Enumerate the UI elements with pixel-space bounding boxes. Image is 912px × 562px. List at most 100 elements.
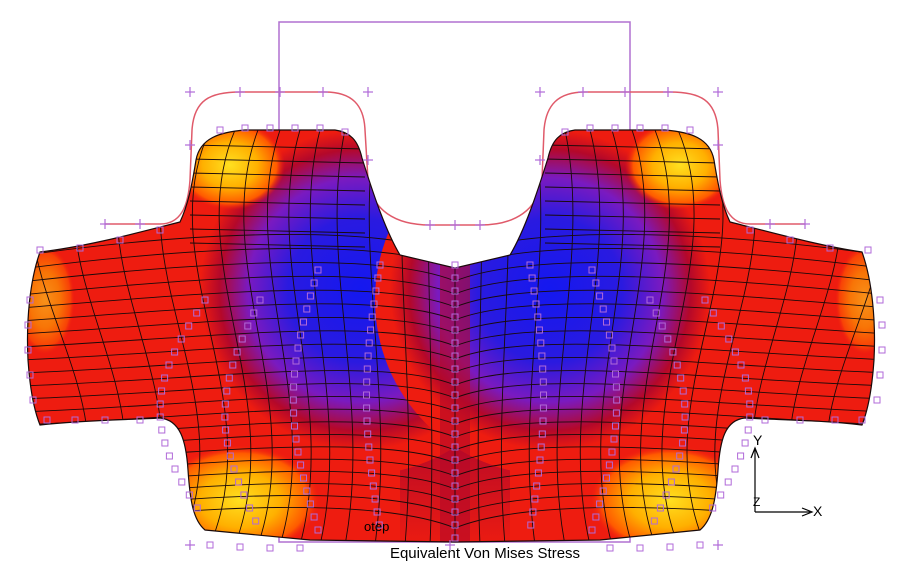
mesh-node — [368, 469, 376, 477]
mesh-node — [241, 124, 249, 132]
mesh-node — [451, 443, 459, 451]
mesh-node — [737, 452, 745, 460]
mesh-node — [250, 309, 258, 317]
x-axis-arrowhead — [801, 507, 814, 517]
mesh-line — [544, 200, 721, 206]
mesh-line — [189, 144, 366, 150]
x-axis-label: X — [813, 503, 823, 519]
mesh-node — [310, 513, 318, 521]
mesh-node — [294, 448, 302, 456]
mesh-node — [223, 439, 231, 447]
mesh-node — [365, 339, 373, 347]
mesh-node — [373, 508, 381, 516]
mesh-line — [544, 144, 721, 150]
mesh-node — [746, 400, 754, 408]
mesh-node — [364, 352, 372, 360]
mesh-node — [266, 544, 274, 552]
mesh-line — [618, 130, 646, 542]
mesh-node — [646, 296, 654, 304]
mesh-node — [26, 371, 34, 379]
mesh-node — [613, 396, 621, 404]
mesh-node — [246, 504, 254, 512]
mesh-node — [878, 321, 886, 329]
mesh-node — [696, 541, 704, 549]
mesh-node — [666, 543, 674, 551]
mesh-node — [365, 443, 373, 451]
mesh-node — [658, 322, 666, 330]
mesh-node — [451, 521, 459, 529]
mesh-node — [296, 544, 304, 552]
y-axis-label: Y — [753, 432, 763, 448]
mesh-line — [266, 130, 294, 542]
mesh-node — [451, 391, 459, 399]
mesh-node — [367, 326, 375, 334]
mesh-node — [540, 391, 547, 399]
mesh-node — [592, 513, 600, 521]
mesh-node — [221, 413, 229, 421]
mesh-node — [201, 296, 209, 304]
mesh-node — [731, 465, 739, 473]
mesh-node — [233, 348, 241, 356]
mesh-node — [746, 413, 754, 421]
mesh-node — [171, 465, 179, 473]
mesh-node — [539, 404, 547, 412]
mesh-node — [193, 309, 201, 317]
mesh-node — [612, 383, 620, 391]
mesh-node — [599, 305, 607, 313]
mesh-node — [216, 126, 224, 134]
mesh-node — [368, 313, 376, 321]
mesh-node — [161, 439, 169, 447]
mesh-node — [156, 413, 164, 421]
mesh-node — [826, 244, 834, 252]
mesh-node — [592, 279, 600, 287]
mesh-node — [741, 374, 749, 382]
mesh-node — [314, 266, 322, 274]
mesh-node — [679, 387, 687, 395]
mesh-node — [451, 378, 459, 386]
mesh-node — [451, 404, 459, 412]
mesh-node — [306, 500, 314, 508]
mesh-node — [451, 313, 459, 321]
mesh-node — [677, 374, 685, 382]
mesh-node — [238, 335, 246, 343]
mesh-line — [218, 130, 252, 542]
mesh-node — [451, 365, 459, 373]
mesh-node — [588, 526, 596, 534]
node-markers — [24, 124, 886, 552]
control-point-markers — [100, 87, 810, 550]
mesh-node — [26, 296, 34, 304]
mesh-node — [538, 352, 546, 360]
plot-caption: Equivalent Von Mises Stress — [389, 545, 581, 562]
mesh-node — [612, 422, 619, 430]
mesh-node — [599, 487, 607, 495]
mesh-node — [873, 396, 881, 404]
mesh-node — [292, 357, 300, 365]
mesh-node — [603, 474, 610, 482]
z-axis-label: Z — [753, 495, 761, 509]
mesh-node — [676, 452, 684, 460]
mesh-node — [539, 417, 547, 425]
mesh-line — [556, 130, 574, 542]
mesh-line — [640, 130, 670, 542]
mesh-node — [156, 226, 164, 234]
mesh-line — [544, 242, 721, 248]
mesh-node — [230, 465, 238, 473]
mesh-line — [189, 242, 366, 248]
mesh-node — [761, 416, 769, 424]
mesh-node — [724, 478, 732, 486]
mesh-node — [451, 287, 459, 295]
mesh-node — [451, 274, 459, 282]
mesh-node — [717, 322, 725, 330]
mesh-node — [306, 292, 314, 300]
mesh-node — [290, 409, 298, 417]
mesh-node — [876, 371, 884, 379]
mesh-node — [363, 365, 371, 373]
mesh-line — [544, 186, 721, 192]
mesh-node — [864, 246, 872, 254]
mesh-node — [451, 482, 459, 490]
mesh-line — [661, 130, 695, 542]
mesh-node — [24, 346, 32, 354]
mesh-node — [717, 491, 725, 499]
